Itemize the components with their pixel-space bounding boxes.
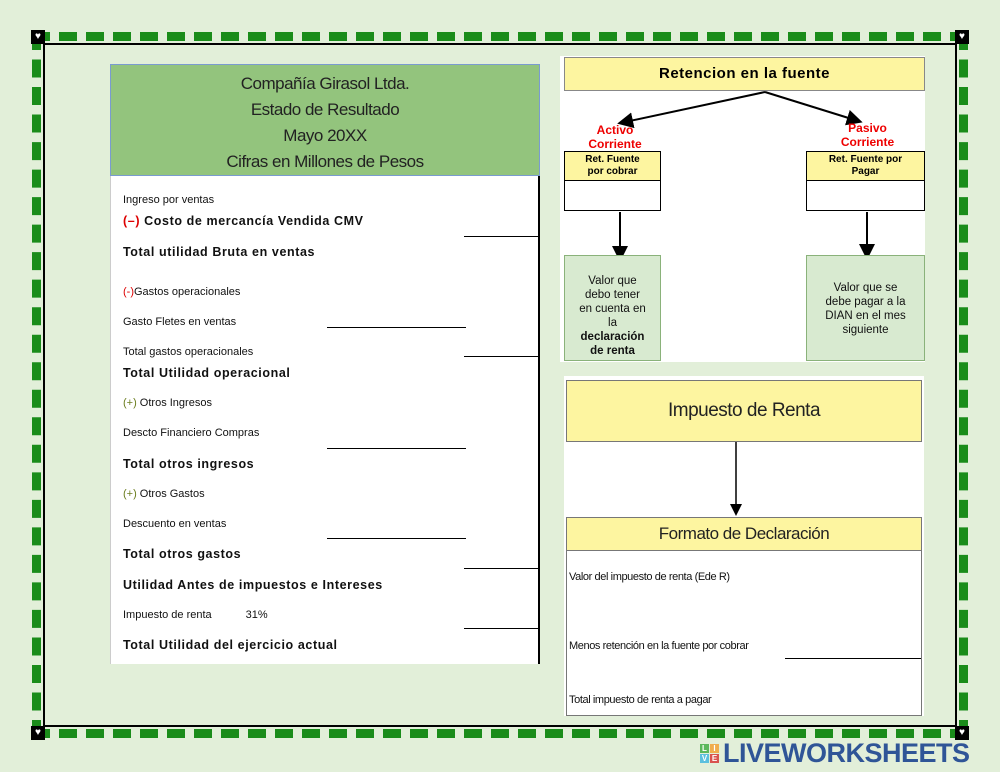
answer-line[interactable] — [327, 538, 466, 539]
answer-line[interactable] — [464, 236, 540, 237]
row-total-otros-ingresos: Total otros ingresos — [123, 457, 255, 471]
brand-text: LIVEWORKSHEETS — [723, 737, 970, 768]
row-total-otros-gastos: Total otros gastos — [123, 547, 242, 561]
answer-line[interactable] — [785, 658, 921, 659]
row-otros-ingresos: (+) Otros Ingresos — [123, 397, 212, 409]
statement-period: Mayo 20XX — [283, 126, 367, 145]
row-util-op: Total Utilidad operacional — [123, 366, 291, 380]
company-name: Compañía Girasol Ltda. — [240, 74, 410, 93]
answer-line[interactable] — [327, 327, 466, 328]
plus-sign: (+) — [123, 397, 137, 409]
minus-sign: (-) — [123, 286, 134, 298]
liveworksheets-brand: L I V E LIVEWORKSHEETS — [700, 738, 970, 768]
retencion-title: Retencion en la fuente — [564, 57, 925, 91]
liveworksheets-logo-icon: L I V E — [700, 743, 719, 763]
row-ingreso: Ingreso por ventas — [123, 194, 215, 206]
corner-ornament-icon: ♥ — [31, 30, 45, 44]
row-costo: (–) Costo de mercancía Vendida CMV — [123, 214, 364, 228]
answer-line[interactable] — [464, 568, 540, 569]
answer-line[interactable] — [464, 628, 540, 629]
row-desc-ventas: Descuento en ventas — [123, 518, 227, 530]
row-total-gastos: Total gastos operacionales — [123, 346, 254, 358]
row-antes-impuestos: Utilidad Antes de impuestos e Intereses — [123, 578, 383, 592]
corner-ornament-icon: ♥ — [31, 726, 45, 740]
row-descto: Descto Financiero Compras — [123, 427, 260, 439]
statement-header: Compañía Girasol Ltda. Estado de Resulta… — [110, 64, 540, 176]
answer-line[interactable] — [464, 356, 540, 357]
statement-body: Ingreso por ventas (–) Costo de mercancí… — [110, 176, 540, 664]
row-menos-retencion: Menos retención en la fuente por cobrar — [569, 640, 749, 652]
row-total-impuesto: Total impuesto de renta a pagar — [569, 694, 712, 706]
corner-ornament-icon: ♥ — [955, 30, 969, 44]
answer-line[interactable] — [327, 448, 466, 449]
plus-sign: (+) — [123, 488, 137, 500]
corner-ornament-icon: ♥ — [955, 726, 969, 740]
row-bruta: Total utilidad Bruta en ventas — [123, 245, 316, 259]
right-note: Valor que se debe pagar a la DIAN en el … — [806, 255, 925, 361]
row-otros-gastos: (+) Otros Gastos — [123, 488, 205, 500]
left-note: Valor que debo tener en cuenta en la dec… — [564, 255, 661, 361]
impuesto-title: Impuesto de Renta — [566, 380, 922, 442]
row-total-ejercicio: Total Utilidad del ejercicio actual — [123, 638, 338, 652]
minus-sign: (–) — [123, 214, 141, 228]
formato-title: Formato de Declaración — [566, 517, 922, 551]
formato-body: Valor del impuesto de renta (Ede R) Meno… — [566, 551, 922, 716]
impuesto-arrow — [730, 442, 742, 516]
statement-title: Estado de Resultado — [250, 100, 400, 119]
statement-units: Cifras en Millones de Pesos — [226, 152, 424, 171]
row-valor-impuesto: Valor del impuesto de renta (Ede R) — [569, 571, 730, 583]
row-fletes: Gasto Fletes en ventas — [123, 316, 237, 328]
retencion-arrows — [612, 91, 875, 262]
row-gastos: (-)Gastos operacionales — [123, 286, 241, 298]
